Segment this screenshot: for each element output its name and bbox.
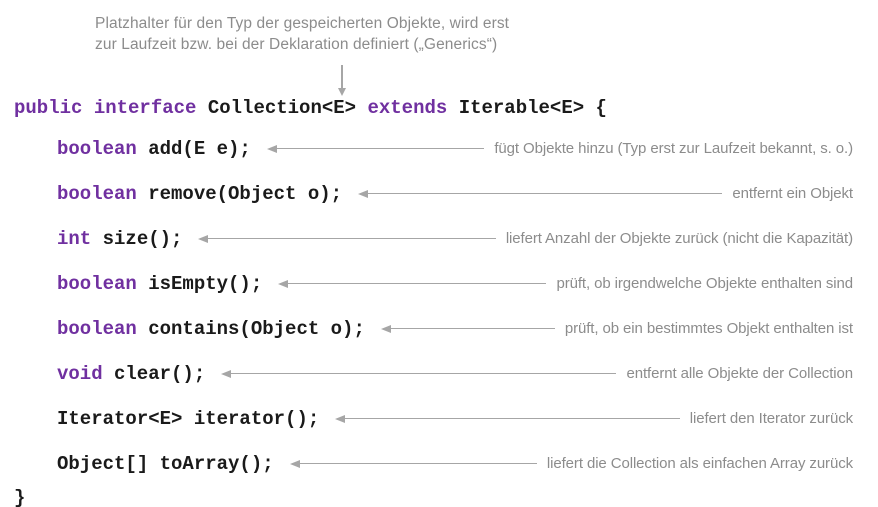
method-annotation: entfernt ein Objekt	[732, 185, 853, 202]
down-arrow-head	[337, 88, 346, 96]
method-keyword: boolean	[57, 182, 137, 205]
method-row-contains: boolean contains(Object o); prüft, ob ei…	[14, 306, 853, 351]
left-arrow-icon	[289, 459, 537, 468]
left-arrow-icon	[358, 189, 723, 198]
method-signature: contains(Object o);	[148, 317, 365, 340]
code-block: public interface Collection<E> extends I…	[14, 90, 853, 507]
generics-note-line2: zur Laufzeit bzw. bei der Deklaration de…	[95, 36, 498, 53]
method-annotation: entfernt alle Objekte der Collection	[626, 365, 853, 382]
method-annotation: prüft, ob ein bestimmtes Objekt enthalte…	[564, 320, 853, 337]
method-row-isempty: boolean isEmpty(); prüft, ob irgendwelch…	[14, 261, 853, 306]
method-row-size: int size(); liefert Anzahl der Objekte z…	[14, 216, 853, 261]
method-keyword: boolean	[57, 272, 137, 295]
generics-note-line1: Platzhalter für den Typ der gespeicherte…	[95, 15, 510, 32]
method-row-remove: boolean remove(Object o); entfernt ein O…	[14, 171, 853, 216]
keyword-extends: extends	[367, 97, 448, 119]
left-arrow-icon	[335, 414, 680, 423]
keyword-public-interface: public interface	[14, 97, 197, 119]
left-arrow-icon	[266, 144, 485, 153]
declaration-type: Collection<E>	[196, 97, 368, 119]
left-arrow-icon	[198, 234, 496, 243]
method-signature: Object[] toArray();	[57, 452, 274, 475]
left-arrow-icon	[380, 324, 555, 333]
left-arrow-icon	[221, 369, 617, 378]
declaration-supertype: Iterable<E> {	[447, 97, 607, 119]
method-annotation: prüft, ob irgendwelche Objekte enthalten…	[556, 275, 853, 292]
down-arrow-icon	[337, 65, 347, 96]
method-keyword: boolean	[57, 137, 137, 160]
closing-brace: }	[14, 487, 26, 507]
method-row-toarray: Object[] toArray(); liefert die Collecti…	[14, 441, 853, 486]
method-annotation: fügt Objekte hinzu (Typ erst zur Laufzei…	[494, 140, 853, 157]
method-row-iterator: Iterator<E> iterator(); liefert den Iter…	[14, 396, 853, 441]
method-keyword: void	[57, 362, 103, 385]
method-signature: Iterator<E> iterator();	[57, 407, 320, 430]
method-signature: clear();	[114, 362, 206, 385]
method-signature: isEmpty();	[148, 272, 263, 295]
method-row-add: boolean add(E e); fügt Objekte hinzu (Ty…	[14, 126, 853, 171]
generics-note: Platzhalter für den Typ der gespeicherte…	[95, 13, 509, 55]
method-annotation: liefert Anzahl der Objekte zurück (nicht…	[505, 230, 853, 247]
method-annotation: liefert die Collection als einfachen Arr…	[546, 455, 853, 472]
method-row-clear: void clear(); entfernt alle Objekte der …	[14, 351, 853, 396]
left-arrow-icon	[278, 279, 547, 288]
method-keyword: boolean	[57, 317, 137, 340]
interface-declaration: public interface Collection<E> extends I…	[14, 90, 853, 126]
method-annotation: liefert den Iterator zurück	[689, 410, 853, 427]
method-signature: add(E e);	[148, 137, 251, 160]
method-signature: size();	[102, 227, 183, 250]
down-arrow-shaft	[341, 65, 343, 88]
method-keyword: int	[57, 227, 92, 250]
method-signature: remove(Object o);	[148, 182, 343, 205]
